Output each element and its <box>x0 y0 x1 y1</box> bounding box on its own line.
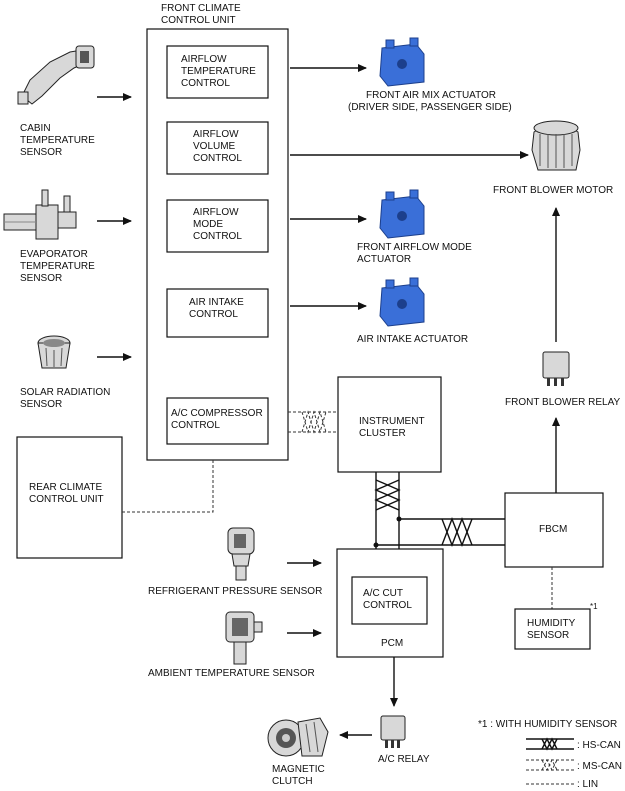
front-blower-relay-label: FRONT BLOWER RELAY <box>505 397 621 408</box>
front-blower-motor-icon <box>531 120 581 171</box>
front-air-mix-actuator-icon <box>379 37 425 87</box>
legend-note: *1 : WITH HUMIDITY SENSOR <box>478 719 617 730</box>
refrigerant-pressure-sensor-icon <box>227 527 255 581</box>
fbcm-label: FBCM <box>539 524 567 535</box>
ac-relay-label: A/C RELAY <box>378 754 430 765</box>
ambient-temperature-sensor-label: AMBIENT TEMPERATURE SENSOR <box>148 668 315 679</box>
air-intake-actuator-label: AIR INTAKE ACTUATOR <box>357 334 468 345</box>
rear-climate-control-unit-box <box>16 436 123 559</box>
ac-compressor-control-box <box>166 397 269 445</box>
humidity-sensor-box <box>514 608 591 650</box>
front-airflow-mode-actuator-icon <box>379 189 425 239</box>
legend-lin-label: : LIN <box>577 779 598 790</box>
magnetic-clutch-icon <box>267 717 329 757</box>
ac-cut-control-box <box>351 576 428 625</box>
ms-can-link-fccu-ic <box>288 410 338 434</box>
air-intake-actuator-icon <box>379 277 425 327</box>
pcm-label: PCM <box>381 638 403 649</box>
cabin-temperature-sensor-icon <box>17 45 95 105</box>
lin-link-rear-climate <box>122 460 214 513</box>
front-air-mix-actuator-label: FRONT AIR MIX ACTUATOR(DRIVER SIDE, PASS… <box>348 90 512 113</box>
hs-can-link-fbcm <box>376 517 505 547</box>
humidity-footnote-mark: *1 <box>590 602 598 611</box>
solar-radiation-sensor-icon <box>37 335 71 369</box>
airflow-temperature-control-box <box>166 45 269 99</box>
refrigerant-pressure-sensor-label: REFRIGERANT PRESSURE SENSOR <box>148 586 322 597</box>
legend-hs-can-label: : HS-CAN <box>577 740 621 751</box>
legend-ms-can-symbol <box>526 758 574 772</box>
airflow-mode-control-box <box>166 199 269 253</box>
front-blower-relay-icon <box>542 351 570 386</box>
ac-relay-icon <box>380 715 406 748</box>
fbcm-box <box>504 492 604 568</box>
air-intake-control-box <box>166 288 269 338</box>
legend-hs-can-symbol <box>526 737 574 751</box>
instrument-cluster-box <box>337 376 442 473</box>
ambient-temperature-sensor-icon <box>225 611 263 665</box>
hs-can-link-ic-pcm <box>374 472 401 549</box>
airflow-volume-control-box <box>166 121 269 175</box>
legend-ms-can-label: : MS-CAN <box>577 761 622 772</box>
evaporator-temperature-sensor-icon <box>3 189 77 240</box>
front-blower-motor-label: FRONT BLOWER MOTOR <box>493 185 613 196</box>
